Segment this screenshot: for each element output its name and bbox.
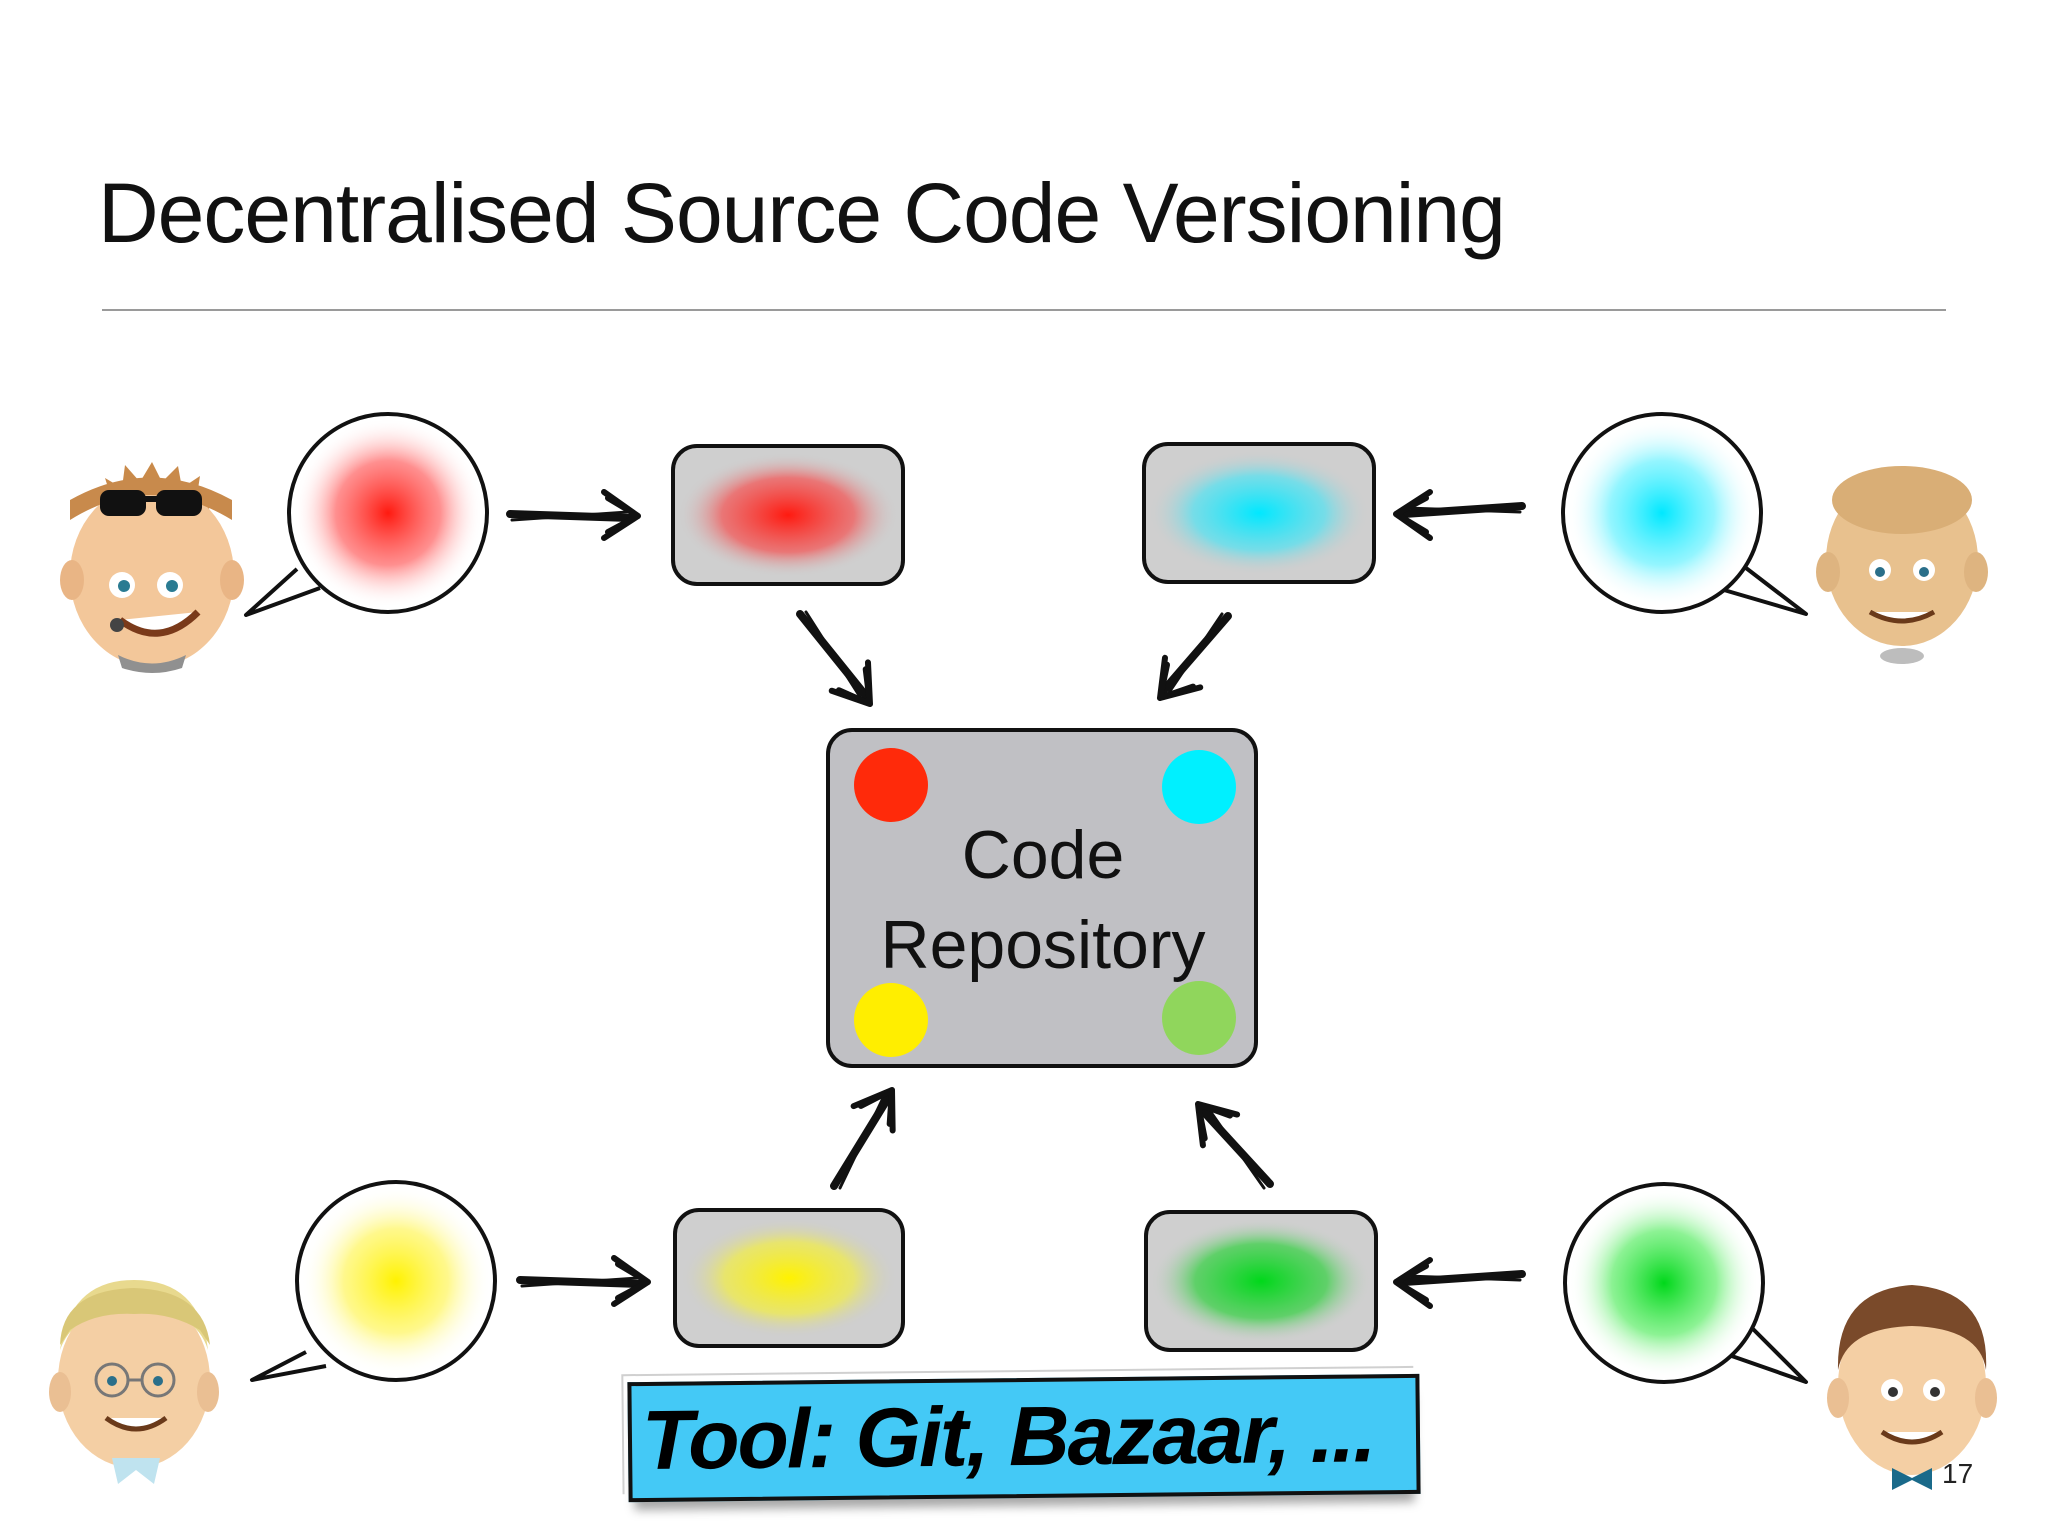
speech-bubble-cyan	[1561, 412, 1808, 616]
code-repository-label: Code Repository	[828, 810, 1258, 990]
tool-banner-text: Tool: Git, Bazaar, ...	[641, 1385, 1375, 1487]
speech-bubble-yellow	[250, 1180, 497, 1382]
arrow-red-copy-to-repo	[796, 610, 889, 718]
page-number: 17	[1942, 1458, 1974, 1489]
title-divider	[102, 309, 1946, 311]
code-repository-box	[826, 728, 1258, 1068]
arrow-cyan-bubble-to-copy	[1396, 492, 1526, 538]
arrow-red-bubble-to-copy	[506, 492, 638, 538]
developer-avatar-top-right	[1816, 466, 1988, 664]
developer-avatar-bottom-right	[1827, 1285, 1997, 1490]
repo-dot-green	[1162, 981, 1236, 1055]
tool-banner: Tool: Git, Bazaar, ...	[627, 1373, 1421, 1503]
speech-bubble-red	[244, 412, 489, 617]
arrow-green-bubble-to-copy	[1396, 1260, 1526, 1306]
speech-bubble-green	[1563, 1182, 1808, 1384]
repo-dot-red	[854, 748, 928, 822]
local-copy-cyan	[1142, 442, 1376, 584]
arrow-green-copy-to-repo	[1180, 1089, 1274, 1190]
bowtie-icon	[1892, 1468, 1932, 1490]
repo-dot-yellow	[854, 983, 928, 1057]
local-copy-yellow	[673, 1208, 905, 1348]
slide-title: Decentralised Source Code Versioning	[98, 166, 1506, 260]
repo-label-line1: Code	[961, 817, 1125, 893]
local-copy-green	[1144, 1210, 1378, 1352]
arrow-cyan-copy-to-repo	[1143, 612, 1232, 713]
glasses-icon	[94, 1362, 176, 1398]
repo-dot-cyan	[1162, 750, 1236, 824]
repo-label-line2: Repository	[880, 907, 1206, 983]
arrow-yellow-bubble-to-copy	[516, 1258, 648, 1304]
arrow-yellow-copy-to-repo	[830, 1077, 911, 1190]
local-copy-red	[671, 444, 905, 586]
developer-avatar-top-left	[60, 462, 244, 673]
developer-avatar-bottom-left	[49, 1280, 219, 1484]
sunglasses-icon	[100, 490, 202, 516]
